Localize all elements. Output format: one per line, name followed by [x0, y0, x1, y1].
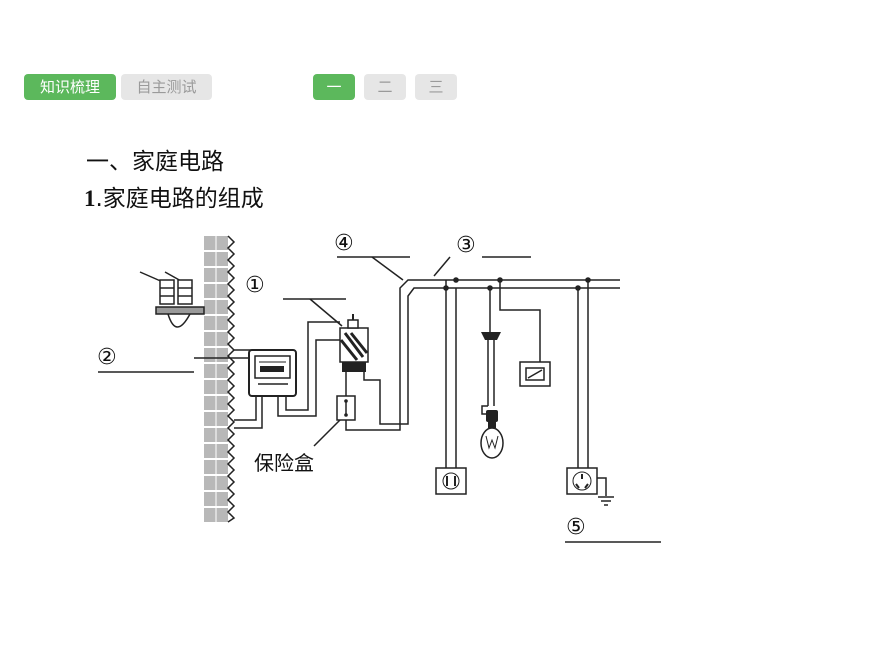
page-button-3[interactable]: 三: [415, 74, 457, 100]
subsection-number: 1: [84, 186, 96, 211]
fuse-box: [336, 395, 356, 421]
section-heading: 一、家庭电路: [86, 149, 224, 175]
fuse-box-label: 保险盒: [254, 451, 314, 475]
answer-blanks: [98, 256, 661, 543]
marker-3: ③: [456, 233, 476, 258]
marker-2: ②: [97, 345, 117, 370]
ground-icon: [598, 496, 614, 506]
tab-knowledge-review[interactable]: 知识梳理: [24, 74, 116, 100]
marker-5: ⑤: [566, 515, 586, 540]
two-pin-socket: [435, 467, 467, 495]
subsection-title: .家庭电路的组成: [95, 186, 264, 212]
electric-meter: [248, 349, 297, 397]
tab-self-test[interactable]: 自主测试: [121, 74, 212, 100]
page-button-2[interactable]: 二: [364, 74, 406, 100]
subsection-heading: 1.家庭电路的组成: [84, 185, 264, 213]
main-switch: [339, 314, 369, 372]
page-button-1[interactable]: 一: [313, 74, 355, 100]
wire-junctions: [443, 277, 591, 291]
brick-wall: [204, 235, 236, 523]
three-pin-socket: [566, 467, 598, 495]
ceiling-lamp: [480, 332, 504, 459]
insulator-bracket: [139, 271, 205, 328]
marker-4: ④: [334, 231, 354, 256]
wall-switch: [519, 361, 551, 387]
marker-1: ①: [245, 273, 265, 298]
